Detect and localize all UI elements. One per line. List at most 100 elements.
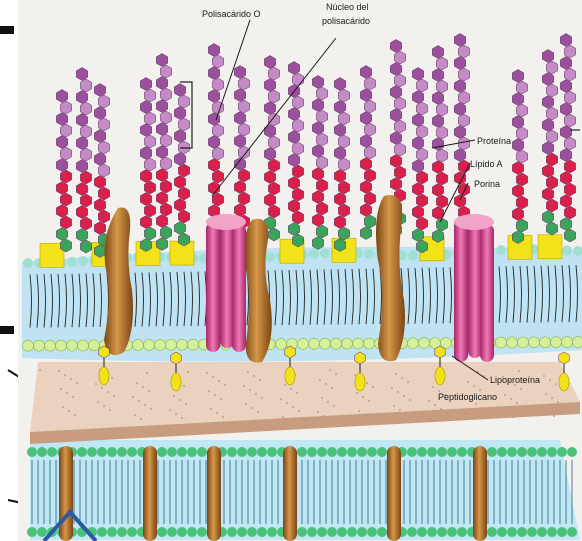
inner-lipid-head bbox=[347, 447, 357, 457]
inner-lipid-head bbox=[497, 527, 507, 537]
peptidoglycan-texture bbox=[245, 403, 247, 405]
inner-lipid-head bbox=[307, 447, 317, 457]
lipid-head bbox=[320, 338, 331, 349]
inner-lipid-head bbox=[487, 447, 497, 457]
peptidoglycan-texture bbox=[290, 388, 292, 390]
peptidoglycan-texture bbox=[366, 382, 368, 384]
label-core-line1: Núcleo del bbox=[326, 2, 369, 12]
inner-lipid-head bbox=[327, 447, 337, 457]
peptidoglycan-texture bbox=[399, 409, 401, 411]
inner-lipid-head bbox=[197, 527, 207, 537]
peptidoglycan-texture bbox=[510, 398, 512, 400]
lipid-head bbox=[364, 338, 375, 349]
inner-lipid-head bbox=[517, 447, 527, 457]
inner-lipid-head bbox=[367, 527, 377, 537]
inner-membrane bbox=[27, 440, 580, 541]
inner-lipid-head bbox=[547, 527, 557, 537]
inner-lipid-head bbox=[267, 527, 277, 537]
lipid-head bbox=[419, 338, 430, 349]
peptidoglycan-texture bbox=[144, 404, 146, 406]
peptidoglycan-texture bbox=[39, 369, 41, 371]
peptidoglycan-texture bbox=[107, 391, 109, 393]
peptidoglycan-texture bbox=[259, 379, 261, 381]
label-o-polysaccharide: Polisacárido O bbox=[202, 9, 261, 19]
peptidoglycan-texture bbox=[506, 412, 508, 414]
lipid-head bbox=[23, 258, 33, 268]
peptidoglycan-texture bbox=[481, 407, 483, 409]
peptidoglycan-texture bbox=[518, 370, 520, 372]
inner-lipid-head bbox=[227, 447, 237, 457]
lipid-head bbox=[265, 252, 275, 262]
porin-1 bbox=[206, 214, 246, 352]
peptidoglycan-texture bbox=[214, 394, 216, 396]
lipid-head bbox=[56, 340, 67, 351]
lipid-head bbox=[177, 339, 188, 350]
inner-lipid-head bbox=[177, 447, 187, 457]
peptidoglycan-texture bbox=[403, 395, 405, 397]
peptidoglycan-texture bbox=[395, 373, 397, 375]
peptidoglycan-texture bbox=[407, 381, 409, 383]
peptidoglycan-texture bbox=[224, 384, 226, 386]
inner-lipid-head bbox=[527, 527, 537, 537]
peptidoglycan-texture bbox=[543, 375, 545, 377]
peptidoglycan-texture bbox=[136, 382, 138, 384]
peptidoglycan-texture bbox=[504, 394, 506, 396]
inner-lipid-head bbox=[337, 447, 347, 457]
left-marker-top bbox=[0, 26, 14, 34]
lipid-head bbox=[408, 338, 419, 349]
peptidoglycan-texture bbox=[368, 400, 370, 402]
lipid-head bbox=[67, 340, 78, 351]
peptidoglycan-texture bbox=[58, 370, 60, 372]
lipid-head bbox=[133, 340, 144, 351]
inner-lipid-head bbox=[557, 527, 567, 537]
inner-lipid-head bbox=[457, 527, 467, 537]
lipid-head bbox=[298, 338, 309, 349]
membrane-protein-1 bbox=[104, 207, 133, 355]
inner-lipid-head bbox=[177, 527, 187, 537]
lipid-head bbox=[67, 257, 77, 267]
left-marker-middle bbox=[0, 326, 14, 334]
peptidoglycan-texture bbox=[95, 383, 97, 385]
peptidoglycan-texture bbox=[362, 396, 364, 398]
inner-membrane-protein bbox=[59, 446, 73, 541]
lipid-head bbox=[496, 245, 506, 255]
inner-lipid-head bbox=[257, 527, 267, 537]
peptidoglycan-texture bbox=[261, 397, 263, 399]
inner-lipid-head bbox=[157, 447, 167, 457]
inner-lipid-head bbox=[507, 447, 517, 457]
lipid-head bbox=[309, 249, 319, 259]
peptidoglycan-texture bbox=[173, 395, 175, 397]
peptidoglycan-texture bbox=[72, 396, 74, 398]
porin-2 bbox=[454, 214, 494, 362]
peptidoglycan-texture bbox=[62, 406, 64, 408]
inner-lipid-head bbox=[167, 447, 177, 457]
inner-lipid-head bbox=[437, 527, 447, 537]
inner-lipid-head bbox=[197, 447, 207, 457]
peptidoglycan-texture bbox=[325, 383, 327, 385]
peptidoglycan-texture bbox=[76, 382, 78, 384]
label-core-line2: polisacárido bbox=[322, 16, 370, 26]
peptidoglycan-texture bbox=[134, 414, 136, 416]
lipid-head bbox=[78, 256, 88, 266]
inner-lipid-head bbox=[27, 527, 37, 537]
peptidoglycan-texture bbox=[255, 393, 257, 395]
peptidoglycan-texture bbox=[428, 400, 430, 402]
inner-lipid-head bbox=[427, 447, 437, 457]
peptidoglycan-texture bbox=[140, 418, 142, 420]
peptidoglycan-texture bbox=[64, 374, 66, 376]
label-lipid-a: Lípido A bbox=[470, 159, 503, 169]
peptidoglycan-texture bbox=[329, 369, 331, 371]
inner-lipid-head bbox=[517, 527, 527, 537]
inner-lipid-head bbox=[567, 527, 577, 537]
inner-lipid-head bbox=[377, 447, 387, 457]
peptidoglycan-texture bbox=[175, 413, 177, 415]
peptidoglycan-texture bbox=[319, 379, 321, 381]
peptidoglycan-texture bbox=[109, 409, 111, 411]
inner-lipid-head bbox=[347, 527, 357, 537]
peptidoglycan-texture bbox=[253, 375, 255, 377]
inner-lipid-head bbox=[447, 447, 457, 457]
lipid-head bbox=[309, 338, 320, 349]
inner-lipid-head bbox=[557, 447, 567, 457]
lipid-head bbox=[144, 339, 155, 350]
peptidoglycan-texture bbox=[551, 397, 553, 399]
